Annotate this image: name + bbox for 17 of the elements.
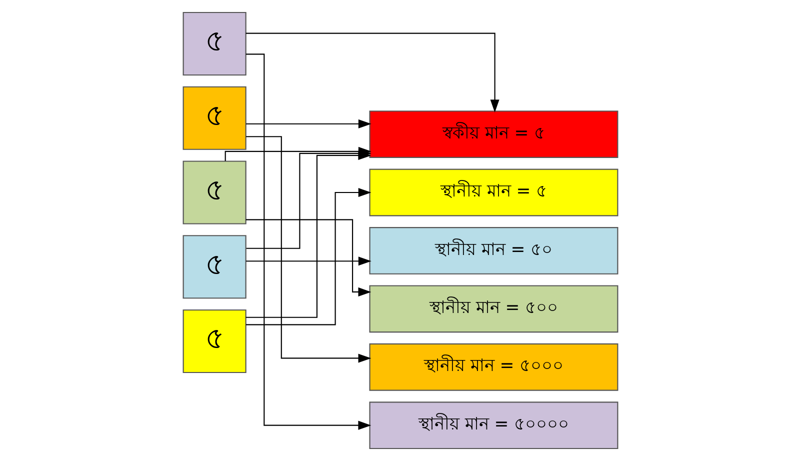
node-box: স্থানীয় মান = ৫০০	[368, 285, 618, 333]
arrow	[245, 188, 371, 326]
node-box: স্বকীয় মান = ৫	[368, 110, 618, 158]
node-box: ৫	[182, 160, 246, 224]
node-box: স্থানীয় মান = ৫	[368, 168, 618, 216]
node-box: ৫	[182, 235, 246, 299]
arrow	[246, 119, 371, 128]
node-box: স্থানীয় মান = ৫০	[368, 227, 618, 274]
node-box: ৫	[182, 12, 246, 76]
arrow	[246, 256, 371, 266]
node-box: ৫	[182, 86, 246, 150]
node-box: ৫	[182, 309, 246, 374]
node-box: স্থানীয় মান = ৫০০০	[368, 343, 618, 391]
node-box: স্থানীয় মান = ৫০০০০	[368, 402, 618, 450]
arrow	[245, 32, 499, 113]
arrow	[245, 219, 371, 296]
arrow	[245, 150, 371, 318]
